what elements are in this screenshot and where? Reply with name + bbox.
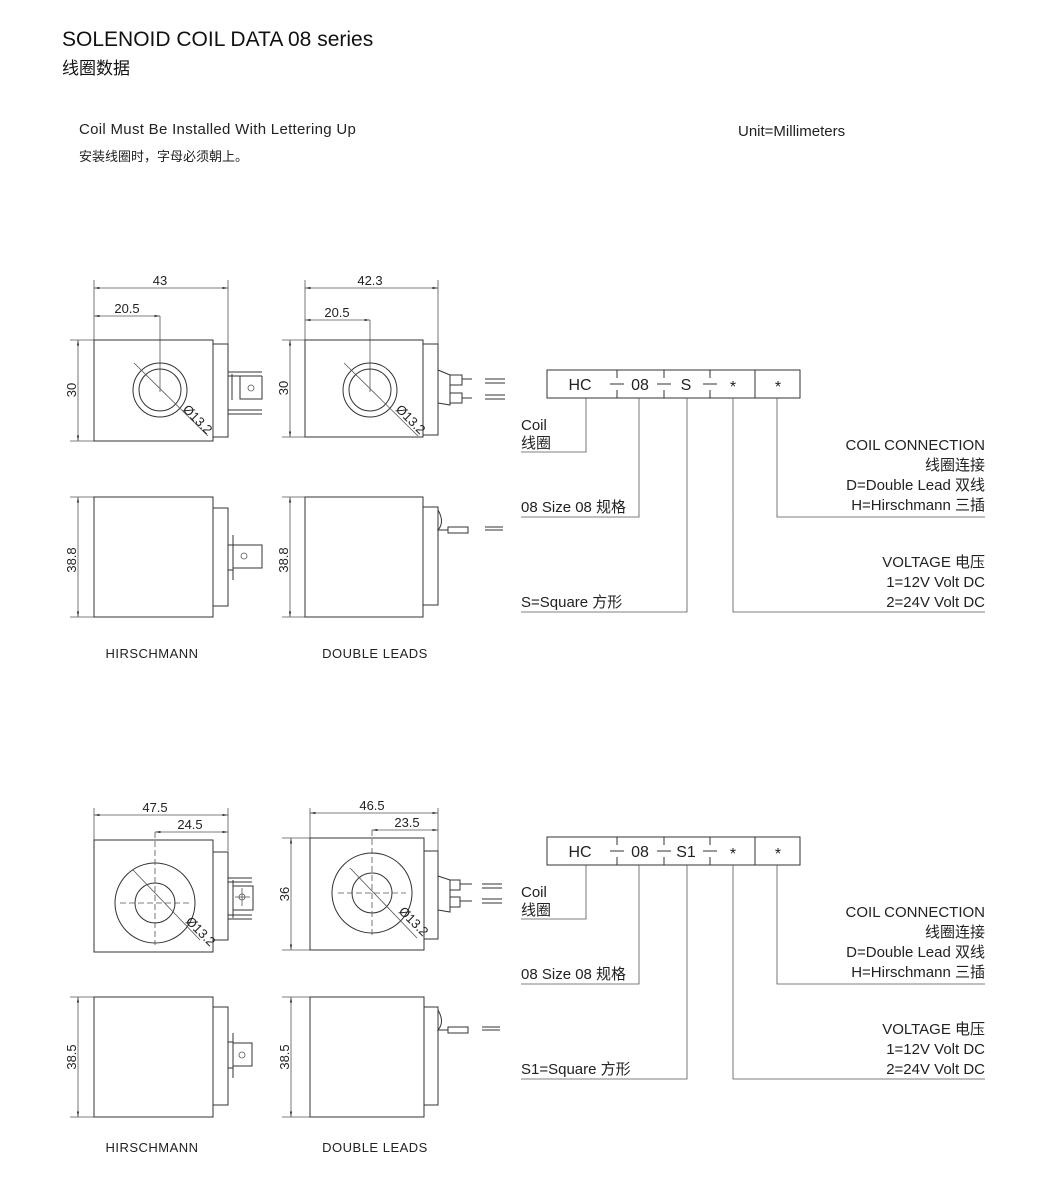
section-1-double-leads-side: 38.8 DOUBLE LEADS — [276, 496, 503, 661]
legend-size: 08 Size 08 规格 — [521, 499, 626, 516]
code-cell-size: 08 — [631, 844, 649, 861]
legend-shape: S1=Square 方形 — [521, 1061, 631, 1078]
legend-voltage-1: 1=12V Volt DC — [886, 574, 985, 591]
page-title: SOLENOID COIL DATA 08 series — [62, 28, 374, 51]
legend-connection-h: H=Hirschmann 三插 — [851, 497, 985, 514]
legend-connection-title: COIL CONNECTION — [846, 904, 985, 921]
dim-center: 20.5 — [114, 301, 139, 316]
dim-center: 20.5 — [324, 305, 349, 320]
dim-center: 23.5 — [394, 815, 419, 830]
code-cell-size: 08 — [631, 377, 649, 394]
legend-voltage-title: VOLTAGE 电压 — [882, 554, 985, 571]
code-cell-series: HC — [568, 844, 591, 861]
dim-diameter: Ø13.2 — [180, 402, 216, 438]
legend-coil-en: Coil — [521, 417, 547, 434]
dim-side-height: 38.8 — [64, 547, 79, 572]
dim-height: 30 — [64, 383, 79, 397]
legend-voltage-2: 2=24V Volt DC — [886, 1061, 985, 1078]
double-leads-label: DOUBLE LEADS — [322, 1140, 428, 1155]
hirschmann-label: HIRSCHMANN — [105, 646, 198, 661]
code-cell-shape: S — [681, 377, 692, 394]
dim-height: 36 — [277, 887, 292, 901]
dim-width: 43 — [153, 273, 167, 288]
section-1-hirschmann-side: 38.8 HIRSCHMANN — [64, 496, 263, 661]
section-2-hirschmann-side: 38.5 HIRSCHMANN — [64, 996, 253, 1155]
section-1-order-code: HC 08 S * * Coil 线圈 08 Size 08 规格 S=Squa… — [521, 369, 985, 613]
dim-side-height: 38.5 — [64, 1044, 79, 1069]
legend-coil-cn: 线圈 — [521, 435, 551, 452]
code-cell-voltage: * — [730, 846, 736, 863]
hirschmann-label: HIRSCHMANN — [105, 1140, 198, 1155]
legend-shape: S=Square 方形 — [521, 594, 622, 611]
legend-voltage-title: VOLTAGE 电压 — [882, 1021, 985, 1038]
legend-connection-title: COIL CONNECTION — [846, 437, 985, 454]
code-cell-connection: * — [775, 379, 781, 396]
section-2-hirschmann-front: 47.5 24.5 Ø13.2 — [93, 800, 254, 953]
install-note-cn: 安装线圈时，字母必须朝上。 — [79, 149, 249, 164]
section-2-double-leads-front: 46.5 23.5 36 Ø13.2 — [277, 798, 502, 951]
section-2-order-code: HC 08 S1 * * Coil 线圈 08 Size 08 规格 S1=Sq… — [521, 836, 985, 1080]
dim-width: 46.5 — [359, 798, 384, 813]
dim-side-height: 38.5 — [277, 1044, 292, 1069]
legend-voltage-2: 2=24V Volt DC — [886, 594, 985, 611]
dim-width: 42.3 — [357, 273, 382, 288]
code-cell-connection: * — [775, 846, 781, 863]
dim-width: 47.5 — [142, 800, 167, 815]
dim-side-height: 38.8 — [276, 547, 291, 572]
legend-voltage-1: 1=12V Volt DC — [886, 1041, 985, 1058]
legend-coil-en: Coil — [521, 884, 547, 901]
code-cell-shape: S1 — [676, 844, 696, 861]
legend-connection-d: D=Double Lead 双线 — [846, 944, 985, 961]
double-leads-label: DOUBLE LEADS — [322, 646, 428, 661]
legend-size: 08 Size 08 规格 — [521, 966, 626, 983]
dim-height: 30 — [276, 381, 291, 395]
code-cell-voltage: * — [730, 379, 736, 396]
code-cell-series: HC — [568, 377, 591, 394]
legend-coil-cn: 线圈 — [521, 902, 551, 919]
section-1-hirschmann-front: 43 20.5 30 Ø13.2 — [64, 273, 263, 442]
legend-connection-cn: 线圈连接 — [925, 457, 985, 474]
unit-label: Unit=Millimeters — [738, 123, 846, 140]
legend-connection-d: D=Double Lead 双线 — [846, 477, 985, 494]
legend-connection-cn: 线圈连接 — [925, 924, 985, 941]
dim-center: 24.5 — [177, 817, 202, 832]
page-subtitle: 线圈数据 — [62, 59, 130, 78]
install-note-en: Coil Must Be Installed With Lettering Up — [79, 121, 357, 138]
legend-connection-h: H=Hirschmann 三插 — [851, 964, 985, 981]
section-1-double-leads-front: 42.3 20.5 30 Ø13.2 — [276, 273, 505, 438]
section-2-double-leads-side: 38.5 DOUBLE LEADS — [277, 996, 500, 1155]
